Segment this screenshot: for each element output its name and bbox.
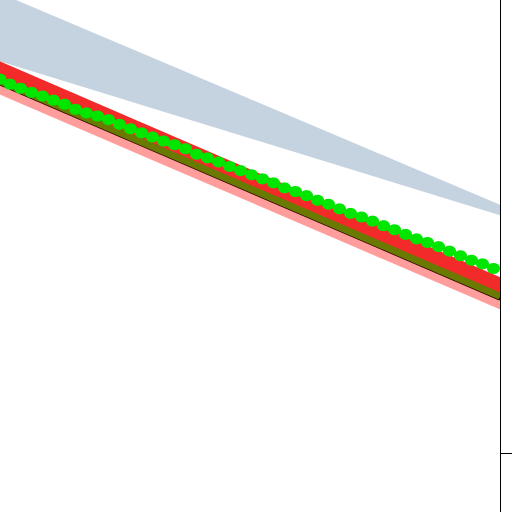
- upper-band: [0, 0, 500, 216]
- data-point: [102, 114, 115, 126]
- chart-markers: [0, 73, 500, 274]
- data-point: [432, 241, 445, 253]
- chart-axes: [500, 0, 512, 512]
- data-point: [322, 198, 335, 210]
- data-point: [333, 203, 346, 215]
- data-point: [157, 135, 170, 147]
- data-point: [289, 186, 302, 198]
- data-point: [487, 262, 500, 274]
- data-point: [355, 211, 368, 223]
- data-point: [146, 131, 159, 143]
- data-point: [256, 173, 269, 185]
- data-point: [421, 237, 434, 249]
- data-point: [190, 148, 203, 160]
- data-point: [135, 127, 148, 139]
- data-point: [300, 190, 313, 202]
- data-point: [399, 228, 412, 240]
- data-point: [91, 110, 104, 122]
- data-point: [25, 86, 38, 98]
- data-point: [267, 177, 280, 189]
- data-point: [179, 143, 192, 155]
- data-point: [14, 82, 27, 94]
- data-point: [212, 156, 225, 168]
- data-point: [410, 233, 423, 245]
- data-point: [124, 123, 137, 135]
- data-point: [278, 182, 291, 194]
- data-point: [47, 94, 60, 106]
- data-point: [69, 103, 82, 115]
- data-point: [3, 78, 17, 90]
- data-point: [377, 220, 390, 232]
- data-point: [113, 118, 126, 130]
- data-point: [311, 194, 324, 206]
- data-point: [80, 107, 93, 119]
- data-point: [234, 165, 247, 177]
- data-point: [366, 215, 379, 227]
- data-point: [223, 161, 236, 173]
- data-point: [201, 152, 214, 164]
- data-point: [476, 258, 489, 270]
- data-point: [465, 254, 478, 266]
- data-point: [443, 245, 456, 257]
- data-point: [344, 207, 357, 219]
- data-point: [388, 224, 401, 236]
- data-point: [454, 250, 467, 262]
- data-point: [168, 139, 181, 151]
- data-point: [36, 90, 49, 102]
- data-point: [58, 98, 71, 110]
- data-point: [245, 169, 258, 181]
